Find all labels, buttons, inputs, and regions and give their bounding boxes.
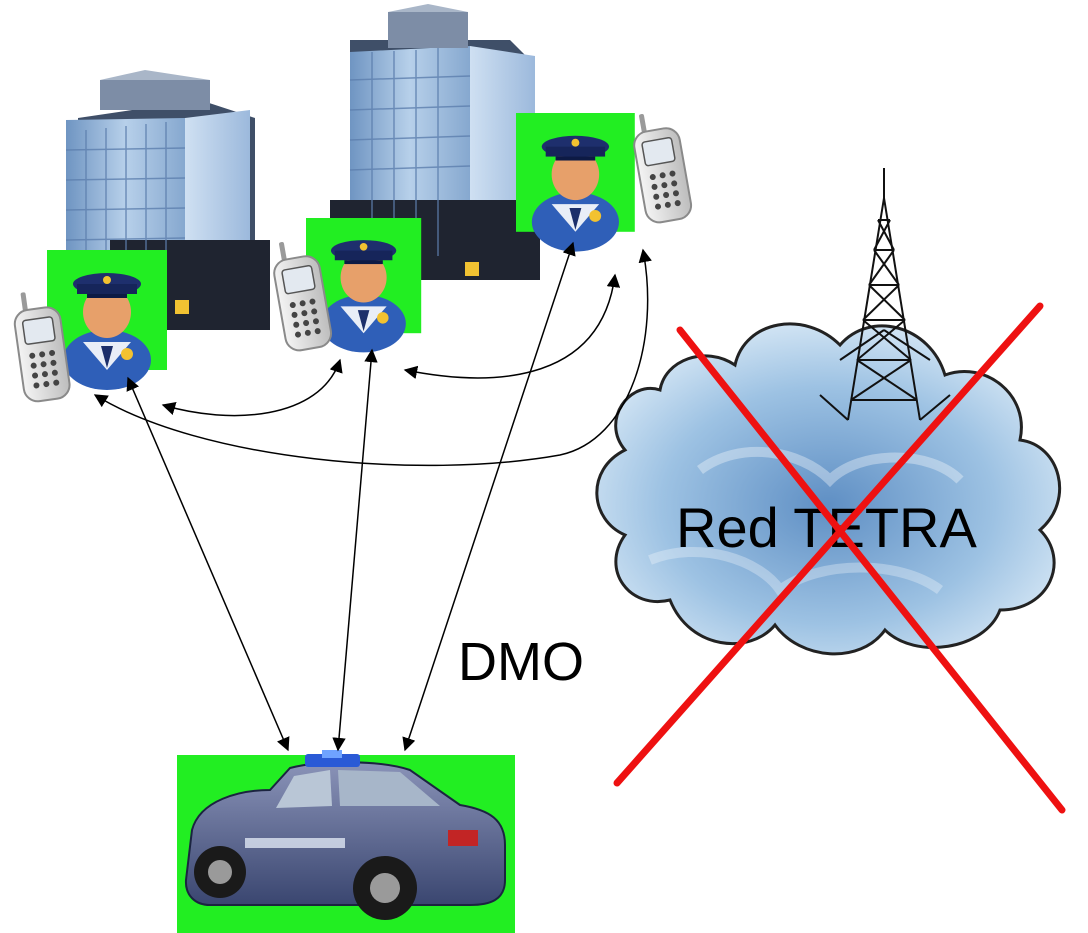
communication-arrows bbox=[93, 241, 652, 752]
arrow-middle-officer-car bbox=[332, 348, 378, 752]
mode-label: DMO bbox=[458, 632, 584, 692]
disabled-cross-icon bbox=[613, 302, 1066, 814]
radio-right-icon bbox=[627, 107, 695, 226]
officer-right-icon bbox=[516, 113, 635, 252]
cloud-icon bbox=[595, 322, 1062, 656]
arrow-left-officer-car bbox=[126, 376, 290, 752]
arrow-leftradio-rightradio bbox=[93, 248, 652, 467]
arrow-middle-right bbox=[403, 273, 621, 379]
police-car-icon bbox=[177, 750, 515, 933]
arrow-left-middle bbox=[161, 358, 343, 417]
radio-tower-icon bbox=[819, 168, 951, 421]
